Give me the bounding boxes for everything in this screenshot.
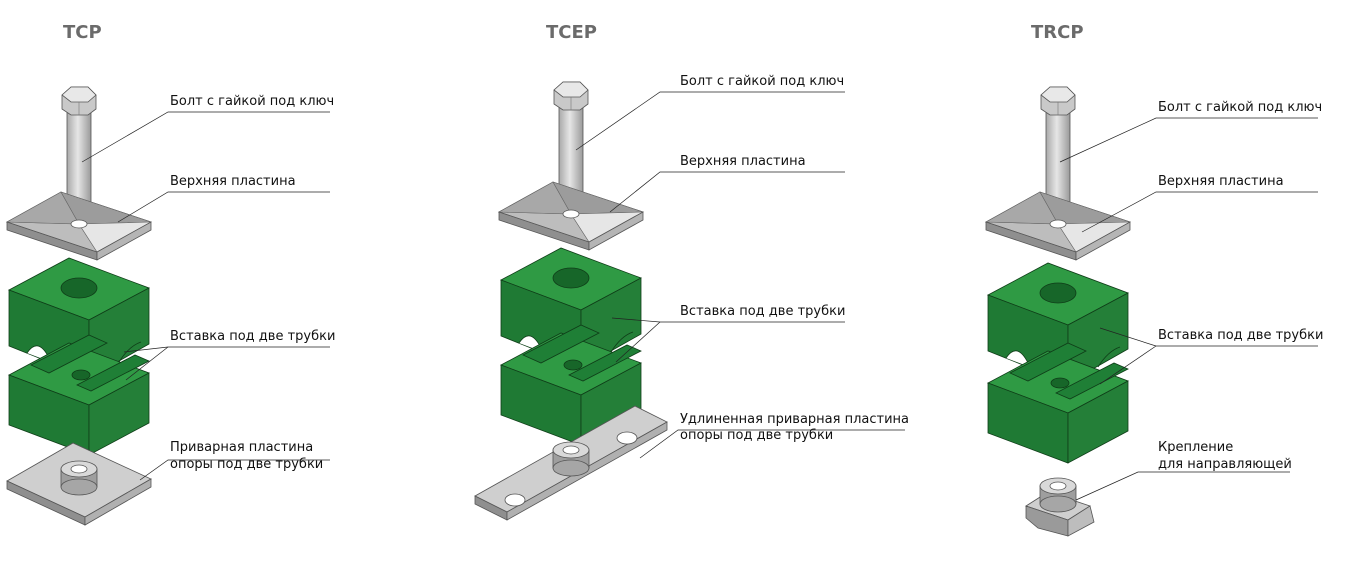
tcep-label-upper-plate: Верхняя пластина [680,154,806,169]
title-tcp: TCP [63,22,102,43]
tcep-upper-plate [498,181,644,251]
tcep-label-long-plate-1: Удлиненная приварная пластина [680,412,909,427]
tcp-weld-plate [6,442,152,526]
trcp-label-rail-mount-1: Крепление [1158,440,1234,455]
tcep-leader-lines [575,91,905,459]
trcp-label-rail-mount-2: для направляющей [1158,457,1292,472]
tcep-bolt [553,81,589,201]
title-trcp: TRCP [1031,22,1084,43]
tcp-leader-lines [81,111,330,481]
trcp-bolt [1040,86,1076,206]
tcp-label-weld-plate-1: Приварная пластина [170,440,314,455]
tcp-label-upper-plate: Верхняя пластина [170,174,296,189]
trcp-leader-lines [1059,117,1318,501]
tcep-label-bolt: Болт с гайкой под ключ [680,74,845,89]
trcp-rail-mount [1025,477,1095,537]
tcp-assembly [6,86,152,526]
tcp-label-insert: Вставка под две трубки [170,329,336,344]
trcp-label-bolt: Болт с гайкой под ключ [1158,100,1323,115]
tcp-bolt [61,86,97,206]
trcp-label-upper-plate: Верхняя пластина [1158,174,1284,189]
tcep-assembly [474,81,668,521]
trcp-assembly [985,86,1131,537]
tcp-label-weld-plate-2: опоры под две трубки [170,457,324,472]
tcep-label-insert: Вставка под две трубки [680,304,846,319]
tcp-label-bolt: Болт с гайкой под ключ [170,94,335,109]
tcep-label-long-plate-2: опоры под две трубки [680,428,834,443]
title-tcep: TCEP [546,22,597,43]
tcp-upper-plate [6,191,152,261]
trcp-label-insert: Вставка под две трубки [1158,328,1324,343]
trcp-upper-plate [985,191,1131,261]
